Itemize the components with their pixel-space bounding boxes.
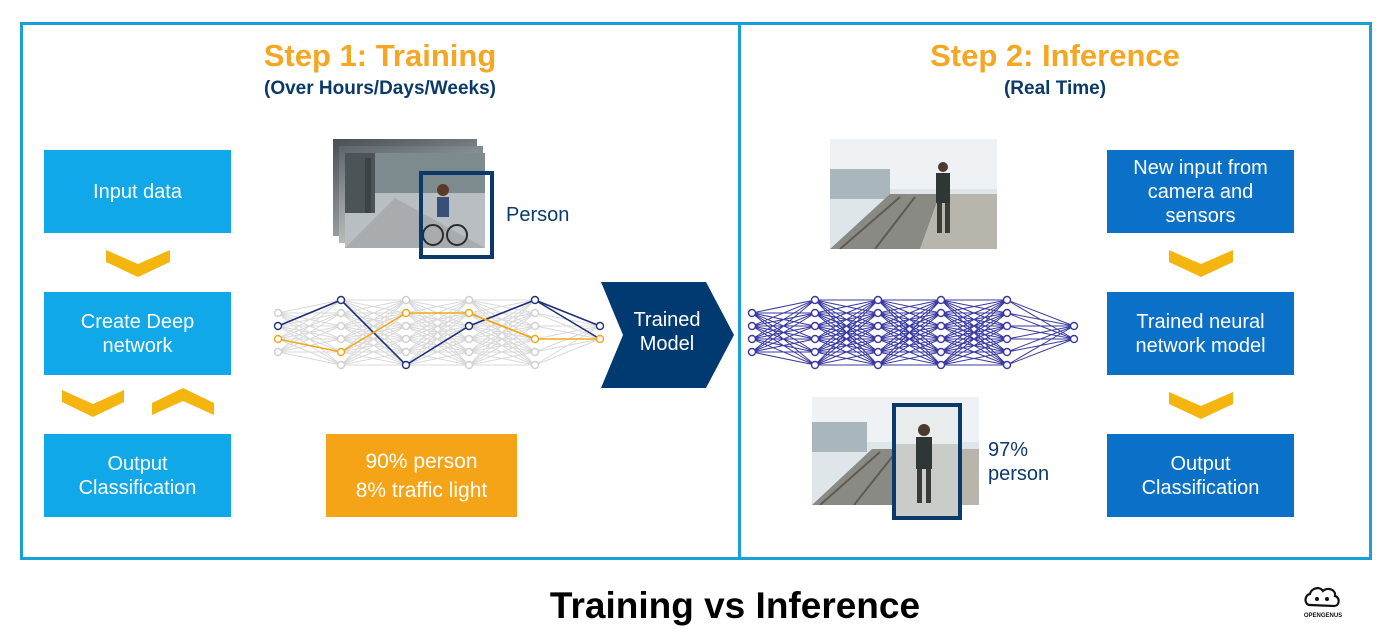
inference-bounding-box [892,403,962,520]
inference-panel [738,22,1372,560]
chevron-down-icon [62,390,124,417]
chevron-down-icon [106,250,170,277]
person-label: Person [506,204,570,226]
output-classification-box: Output Classification [44,434,231,517]
inference-title: Step 2: Inference [930,38,1180,73]
page-title: Training vs Inference [549,585,921,626]
trained-neural-network-label: Trained neural network model [1135,310,1266,357]
create-deep-network-label: Create Deep network [80,310,195,357]
trained-model-label: Trained Model [633,309,701,355]
chevron-down-icon [1169,250,1233,277]
inference-neural-network [747,295,1079,370]
training-title: Step 1: Training [263,38,497,73]
chevron-up-icon [152,388,214,415]
opengenus-logo-text: OPENGENUS [1303,613,1343,619]
new-input-box: New input from camera and sensors [1107,150,1294,233]
training-neural-network [273,295,605,370]
training-photo-front [345,153,485,248]
output-classification-label: Output Classification [78,452,197,499]
inference-output-classification-label: Output Classification [1141,452,1260,499]
training-subtitle: (Over Hours/Days/Weeks) [264,78,496,99]
new-input-label: New input from camera and sensors [1133,156,1268,227]
training-result-label: 90% person 8% traffic light [355,449,488,502]
chevron-down-icon [1169,392,1233,419]
trained-model-arrow [601,282,734,388]
opengenus-logo [1304,587,1340,608]
inference-output-classification-box: Output Classification [1107,434,1294,517]
inference-confidence-label: 97% person [988,439,1050,485]
input-data-label: Input data [93,180,182,203]
trained-neural-network-box: Trained neural network model [1107,292,1294,375]
training-result-box: 90% person 8% traffic light [326,434,517,517]
inference-output-photo-front [894,404,960,519]
inference-input-photo [830,139,997,249]
inference-subtitle: (Real Time) [1003,78,1107,99]
person-bounding-box [419,171,494,259]
input-data-box: Input data [44,150,231,233]
create-deep-network-box: Create Deep network [44,292,231,375]
